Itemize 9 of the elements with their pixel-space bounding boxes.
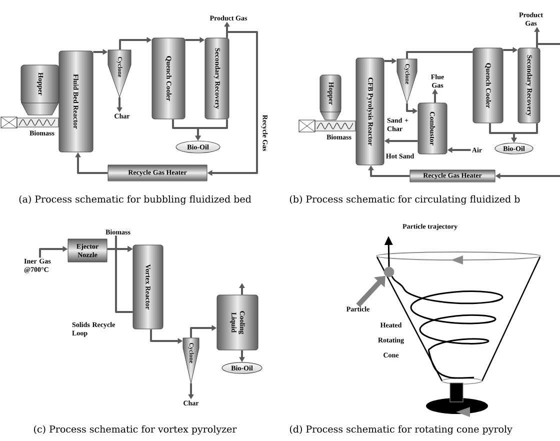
flow-arrow xyxy=(115,246,133,313)
caption: (c) Process schematic for vortex pyrolyzer xyxy=(34,425,237,435)
trajectory-spiral xyxy=(391,276,504,379)
particle-dot xyxy=(384,266,394,278)
caption: (d) Process schematic for rotating cone pyroly xyxy=(290,425,512,435)
caption: (a) Process schematic for bubbling fluidized bed xyxy=(19,195,252,205)
caption: (b) Process schematic for circulating fluidized b xyxy=(290,195,520,205)
flow-line xyxy=(406,51,473,59)
flow-line xyxy=(536,43,560,48)
